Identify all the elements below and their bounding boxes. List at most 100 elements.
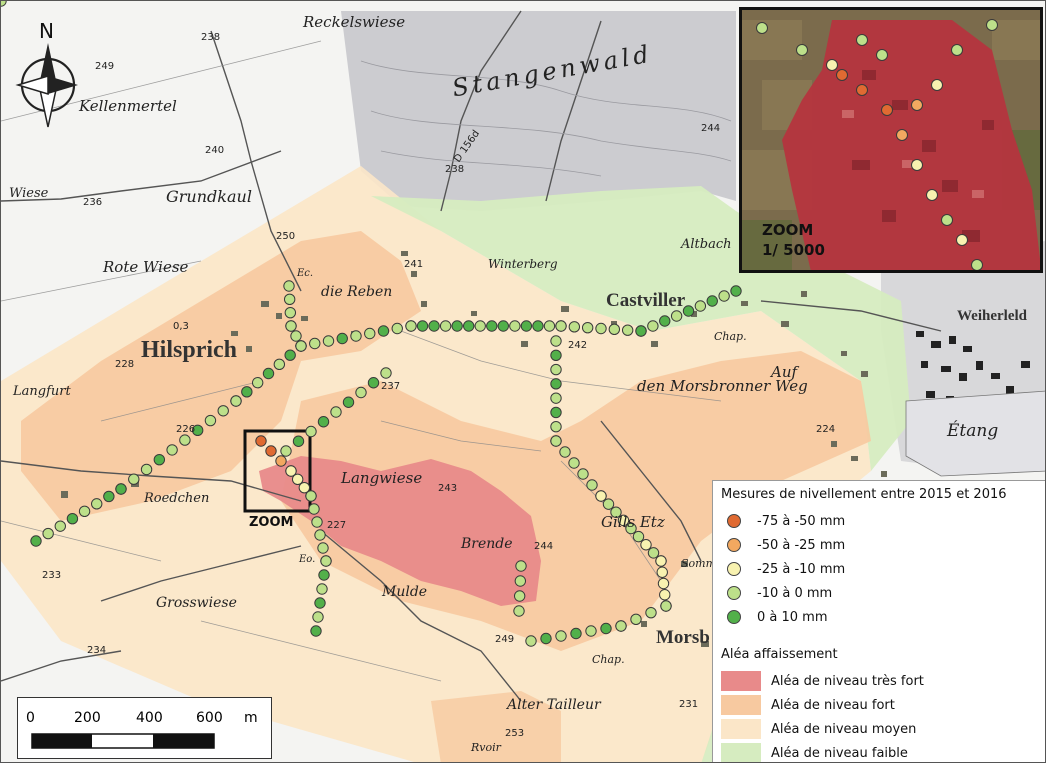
measure-class-3-dot bbox=[727, 586, 741, 600]
measurement-point bbox=[881, 104, 893, 116]
measurement-point bbox=[656, 566, 668, 578]
measurement-point bbox=[204, 414, 217, 427]
measurement-point bbox=[577, 468, 589, 480]
scale-unit: m bbox=[244, 710, 258, 726]
measurement-point bbox=[316, 583, 328, 595]
measurement-point bbox=[559, 446, 571, 458]
legend-hazard-item: Aléa de niveau moyen bbox=[721, 719, 916, 739]
legend-measure-item: -75 à -50 mm bbox=[721, 511, 845, 531]
spot-height-label: 249 bbox=[95, 61, 115, 72]
spot-height-label: 243 bbox=[438, 483, 458, 494]
measurement-point bbox=[462, 320, 475, 332]
hazard-class-3-swatch bbox=[721, 743, 761, 762]
measurement-point bbox=[756, 22, 768, 34]
measurement-point bbox=[520, 320, 533, 332]
measure-class-4-label: 0 à 10 mm bbox=[757, 609, 828, 625]
measurement-point bbox=[380, 367, 392, 379]
village-label: Morsb bbox=[656, 627, 710, 648]
measurement-point bbox=[320, 555, 332, 567]
measure-class-4-dot bbox=[727, 610, 741, 624]
measurement-point bbox=[230, 395, 242, 407]
legend: Mesures de nivellement entre 2015 et 201… bbox=[712, 480, 1045, 762]
inset-points-layer bbox=[756, 19, 998, 270]
measurement-point bbox=[30, 535, 42, 547]
hazard-class-3-label: Aléa de niveau faible bbox=[771, 745, 908, 761]
measurement-point bbox=[291, 473, 304, 486]
measurement-point bbox=[367, 377, 380, 389]
place-label: den Morsbronner Weg bbox=[637, 377, 808, 395]
measurement-point bbox=[570, 627, 582, 640]
measurement-point bbox=[91, 498, 103, 510]
measurement-point bbox=[856, 34, 868, 46]
measurement-point bbox=[283, 293, 296, 306]
measurement-point bbox=[311, 516, 323, 528]
measurement-point bbox=[284, 349, 296, 361]
measurement-point bbox=[428, 320, 440, 332]
hazard-class-0-swatch bbox=[721, 671, 761, 691]
measurement-point bbox=[314, 597, 326, 609]
scale-bar: 0 200 400 600 m bbox=[17, 697, 272, 759]
measurement-point bbox=[439, 320, 452, 332]
measurement-point bbox=[555, 630, 567, 642]
measurement-point bbox=[540, 632, 552, 645]
measurement-point bbox=[290, 330, 302, 342]
spot-height-label: 226 bbox=[176, 424, 196, 435]
place-label: Auf bbox=[771, 363, 798, 381]
measurement-point bbox=[971, 259, 983, 270]
spot-height-label: 242 bbox=[568, 340, 588, 351]
measure-class-0-dot bbox=[727, 514, 741, 528]
hazard-class-2-label: Aléa de niveau moyen bbox=[771, 721, 917, 737]
measurement-point bbox=[608, 323, 621, 336]
measurement-point bbox=[153, 453, 166, 466]
place-label: Grosswiese bbox=[156, 595, 237, 611]
measurement-point bbox=[305, 490, 317, 502]
measurement-point bbox=[285, 465, 297, 477]
measurement-point bbox=[647, 547, 660, 559]
measurement-point bbox=[659, 315, 671, 327]
measurement-point bbox=[621, 324, 634, 336]
measurement-point bbox=[509, 320, 521, 332]
compass-icon bbox=[15, 43, 78, 128]
spot-height-label: 233 bbox=[42, 570, 62, 581]
place-label: Ec. bbox=[297, 268, 314, 279]
spot-height-label: 228 bbox=[115, 359, 135, 370]
place-label: Chap. bbox=[592, 653, 625, 666]
measurement-point bbox=[364, 327, 376, 340]
place-label: Winterberg bbox=[488, 257, 558, 271]
place-label: Reckelswiese bbox=[303, 13, 406, 31]
place-label: Somm bbox=[681, 557, 717, 570]
measurement-point bbox=[140, 463, 153, 476]
zoom-inset: ZOOM 1/ 5000 bbox=[739, 7, 1043, 273]
measurement-point bbox=[543, 320, 556, 332]
measurement-point bbox=[451, 320, 463, 332]
legend-measure-item: -10 à 0 mm bbox=[721, 583, 832, 603]
scale-tick-3: 600 bbox=[196, 710, 223, 726]
measurement-point bbox=[550, 363, 562, 376]
measurement-point bbox=[826, 59, 838, 71]
measurement-point bbox=[115, 483, 127, 495]
north-arrow: N bbox=[13, 19, 83, 129]
measurement-point bbox=[532, 320, 544, 332]
place-label: Rote Wiese bbox=[103, 258, 189, 276]
legend-measure-item: -25 à -10 mm bbox=[721, 559, 845, 579]
measure-class-1-dot bbox=[727, 538, 741, 552]
measurement-point bbox=[600, 622, 612, 635]
spot-height-label: 244 bbox=[534, 541, 554, 552]
measurement-point bbox=[694, 300, 707, 312]
measurement-point bbox=[42, 527, 54, 540]
measurement-point bbox=[632, 530, 645, 543]
measurement-point bbox=[586, 479, 598, 491]
inset-image bbox=[742, 10, 1040, 270]
measurement-point bbox=[405, 320, 417, 332]
measurement-point bbox=[595, 322, 607, 335]
measurement-point bbox=[595, 490, 607, 502]
spot-height-label: 236 bbox=[83, 197, 103, 208]
measure-class-2-label: -25 à -10 mm bbox=[757, 561, 846, 577]
scale-tick-0: 0 bbox=[26, 710, 35, 726]
place-label: Mulde bbox=[382, 584, 428, 600]
measurement-point bbox=[78, 505, 91, 517]
measurement-point bbox=[66, 513, 79, 525]
place-label: Wiese bbox=[9, 186, 49, 201]
